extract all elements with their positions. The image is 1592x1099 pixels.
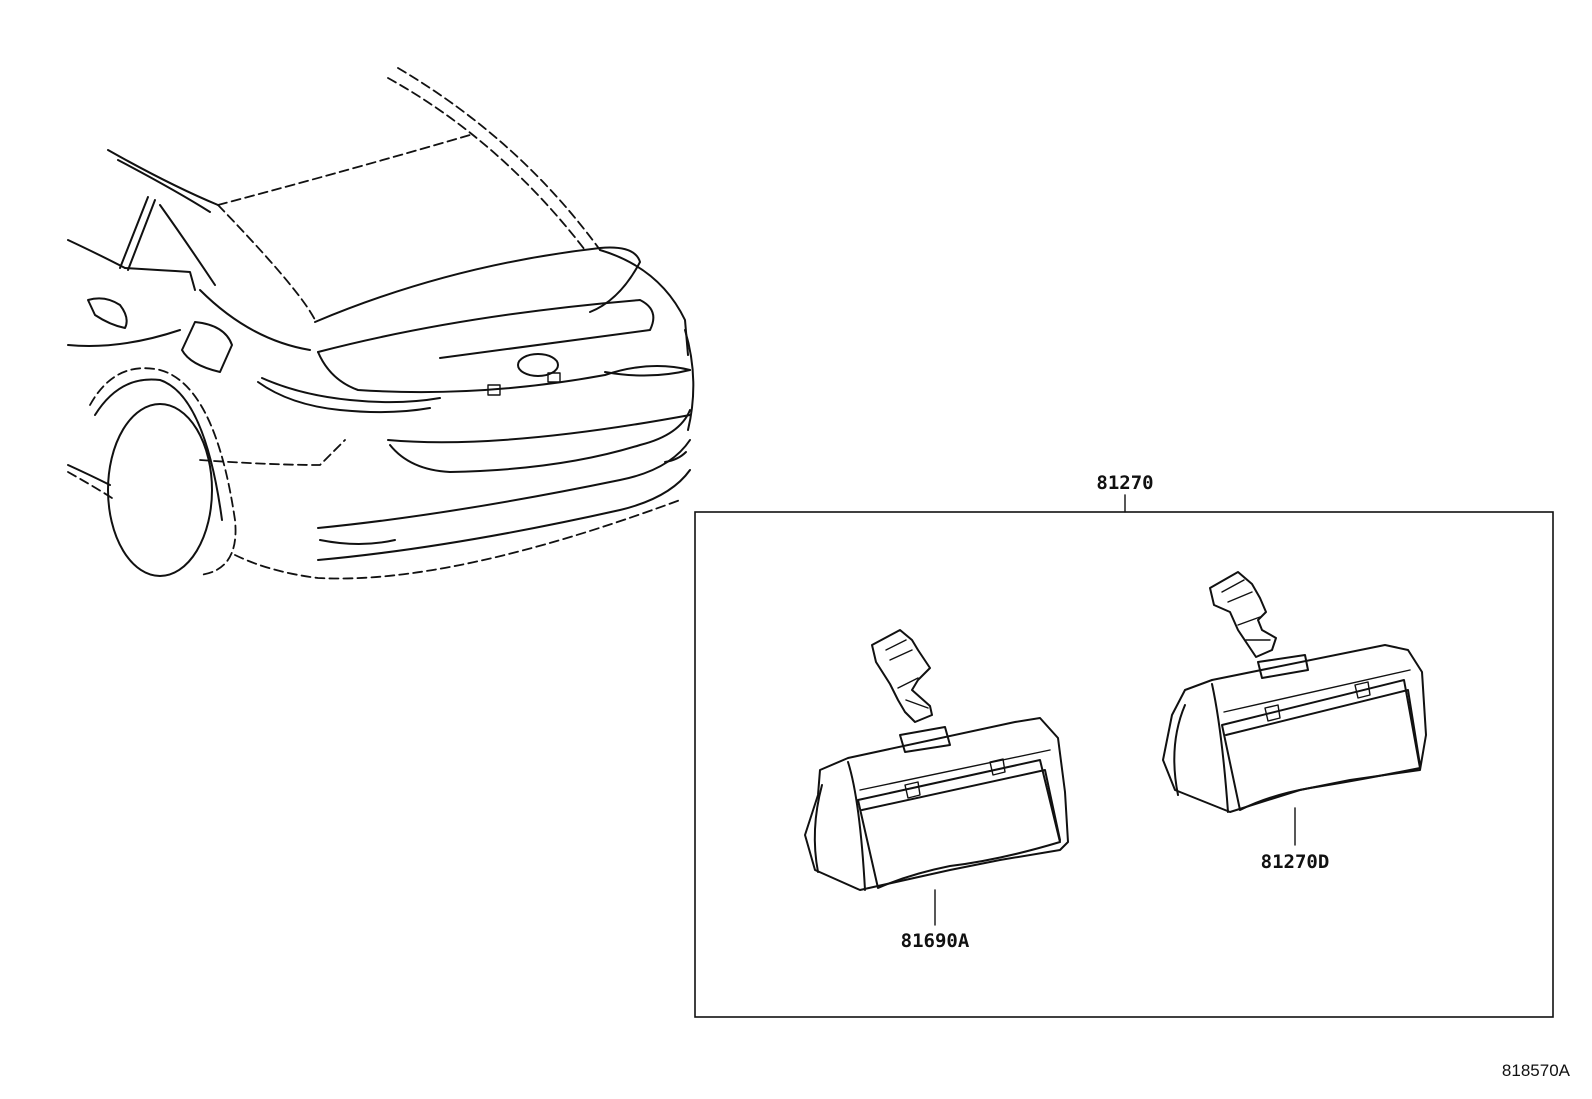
callout-81270D: 81270D xyxy=(1261,851,1330,873)
license-lamp-left xyxy=(804,629,1069,926)
illustration-id: 818570A xyxy=(1502,1061,1571,1080)
assembly-frame xyxy=(694,511,1554,1018)
callout-81270: 81270 xyxy=(1096,472,1153,494)
callout-81690A: 81690A xyxy=(901,930,970,952)
license-lamp-right xyxy=(1162,571,1427,846)
vehicle-rear-illustration xyxy=(67,67,695,580)
